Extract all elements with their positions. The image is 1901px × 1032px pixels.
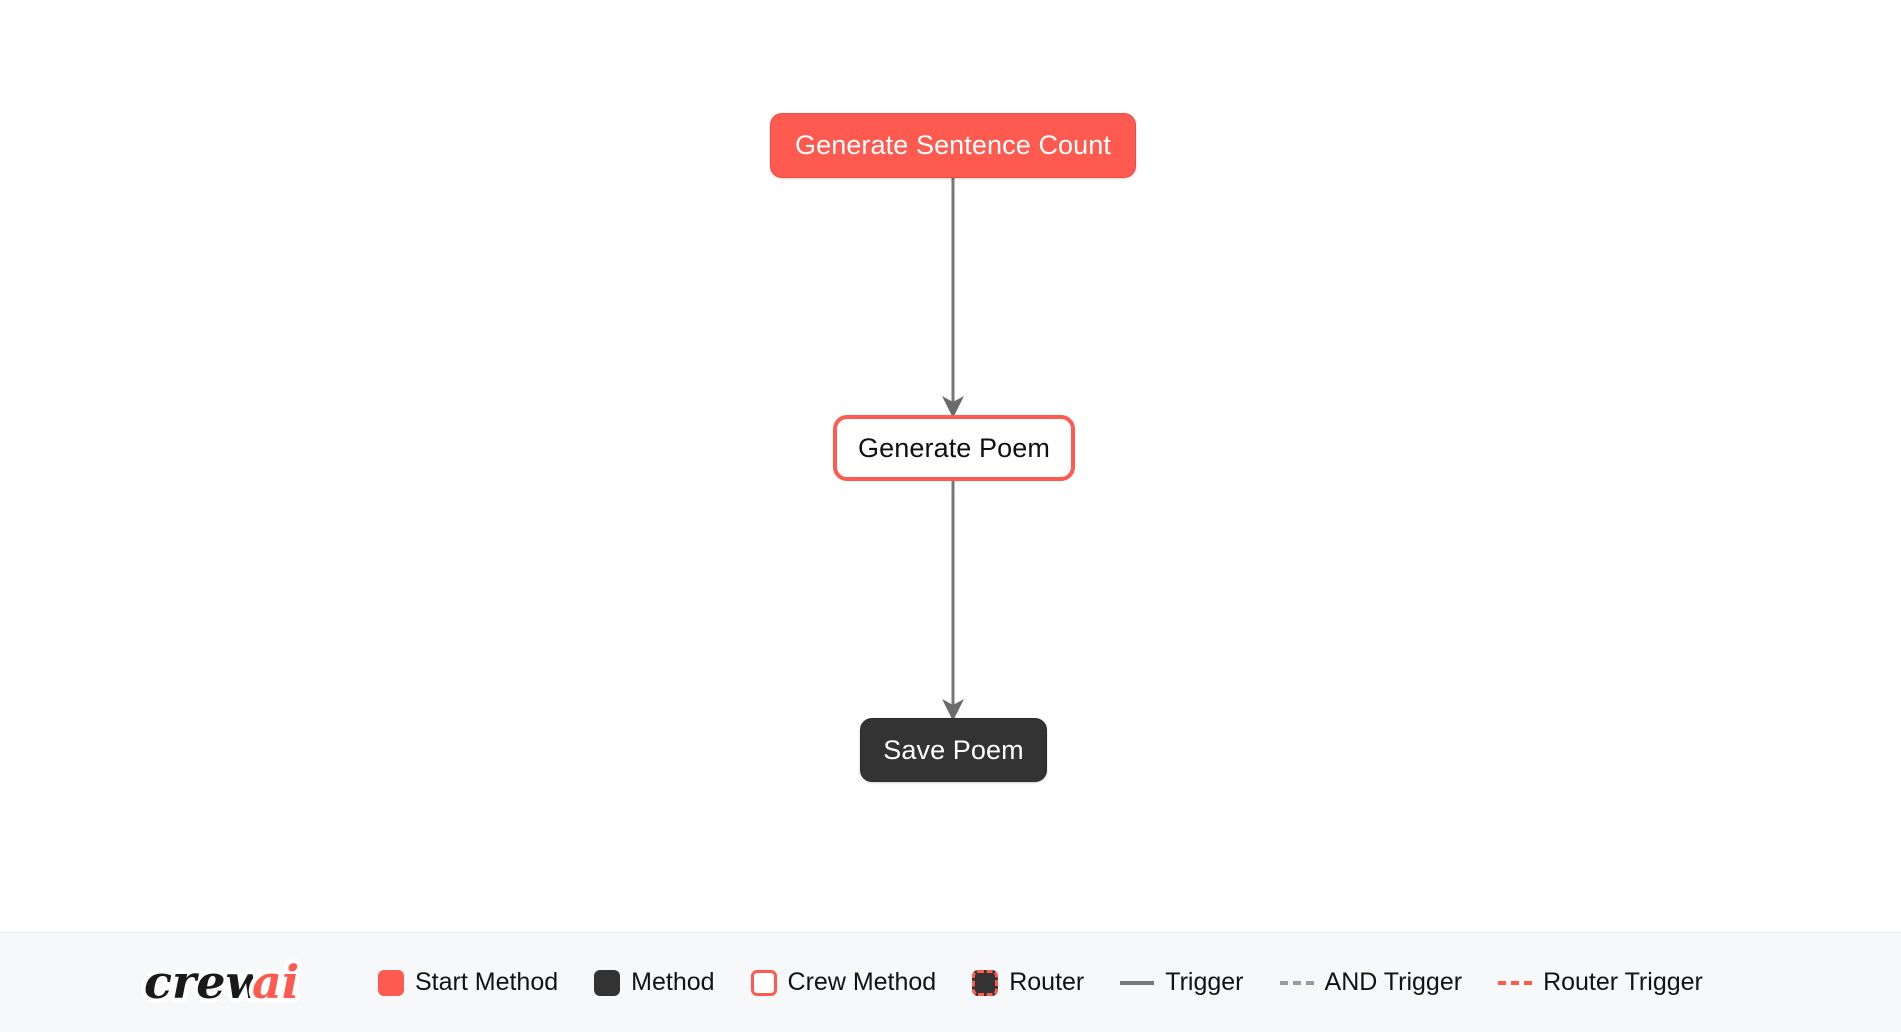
legend-items: Start Method Method Crew Method Router T… [378,968,1703,996]
crewai-logo: crew crew ai ai [140,950,340,1014]
router-trigger-line [1498,980,1533,985]
legend-label: Router [1009,968,1085,996]
legend-item-method: Method [594,968,715,996]
node-label: Generate Sentence Count [794,130,1112,160]
legend-item-and-trigger: AND Trigger [1279,968,1463,996]
and-trigger-line [1279,980,1314,985]
legend-label: AND Trigger [1324,968,1463,996]
logo-outline-ai: ai [252,955,299,1009]
node-generate-poem[interactable]: Generate Poem [833,415,1075,481]
logo-outline-crew: crew [144,955,267,1009]
legend-item-start-method: Start Method [378,968,559,996]
logo-text-ai: ai [252,955,299,1009]
legend-label: Method [631,968,715,996]
node-label: Save Poem [883,734,1024,765]
legend-label: Trigger [1165,968,1244,996]
router-swatch [972,969,999,996]
node-save-poem[interactable]: Save Poem [860,718,1047,782]
legend-label: Router Trigger [1543,968,1703,996]
legend-bar: crew crew ai ai Start Method Method Crew… [0,932,1901,1032]
legend-item-trigger: Trigger [1120,968,1244,996]
legend-label: Start Method [415,968,559,996]
legend-item-crew-method: Crew Method [750,968,937,996]
node-label: Generate Poem [858,432,1050,463]
crew-method-swatch [750,969,777,996]
node-generate-sentence-count[interactable]: Generate Sentence Count [770,113,1136,178]
start-method-swatch [378,969,404,996]
legend-item-router: Router [972,968,1085,996]
trigger-line [1120,980,1155,985]
legend-label: Crew Method [787,968,937,996]
flow-canvas[interactable]: Generate Sentence Count Generate Poem Sa… [0,0,1901,932]
logo-text-crew: crew [144,955,267,1009]
method-swatch [594,969,621,996]
legend-item-router-trigger: Router Trigger [1498,970,1703,995]
